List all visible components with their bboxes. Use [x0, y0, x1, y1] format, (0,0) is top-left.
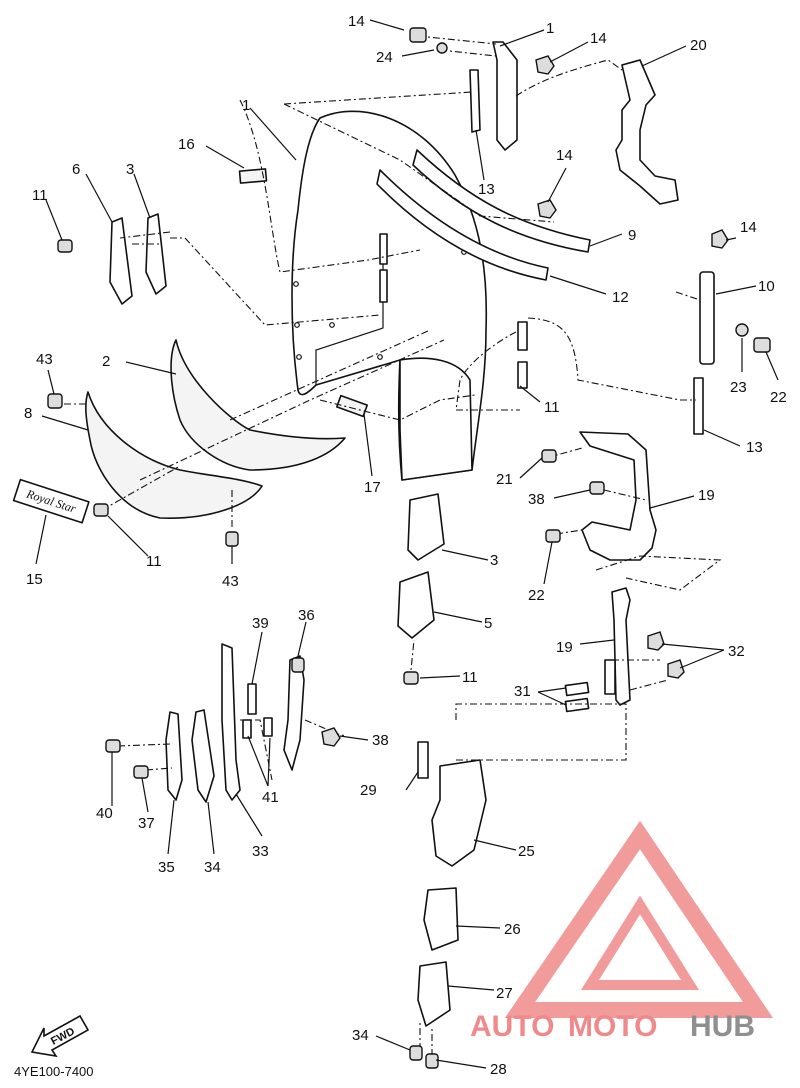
svg-text:5: 5 — [484, 615, 492, 632]
svg-text:43: 43 — [222, 573, 239, 590]
panel-part-3-center — [407, 493, 445, 561]
callout-labels: 14 24 1 14 20 1 16 13 14 9 12 6 3 11 14 … — [24, 13, 787, 1078]
svg-text:25: 25 — [518, 843, 535, 860]
bracket-part-8-top — [517, 321, 528, 351]
trim-strip-part-12 — [376, 169, 549, 281]
svg-text:41: 41 — [262, 789, 279, 806]
svg-text:38: 38 — [372, 732, 389, 749]
svg-text:8: 8 — [24, 405, 32, 422]
svg-text:MOTO: MOTO — [568, 1010, 657, 1043]
svg-text:15: 15 — [26, 571, 43, 588]
svg-text:14: 14 — [740, 219, 757, 236]
pad-part-39 — [247, 683, 257, 715]
svg-text:14: 14 — [348, 13, 365, 30]
svg-text:17: 17 — [364, 479, 381, 496]
svg-text:22: 22 — [528, 587, 545, 604]
svg-text:11: 11 — [544, 399, 560, 416]
emblem-part-15: Royal Star — [12, 478, 90, 524]
bracket-part-9 — [699, 271, 715, 365]
bracket-part-41a — [242, 719, 252, 739]
panel-part-33 — [221, 643, 241, 801]
svg-text:3: 3 — [126, 161, 134, 178]
svg-text:35: 35 — [158, 859, 175, 876]
wing-part-2 — [170, 339, 346, 471]
watermark-inner-triangle — [580, 895, 700, 990]
pad-part-17 — [335, 394, 369, 418]
svg-text:43: 43 — [36, 351, 53, 368]
svg-text:21: 21 — [496, 471, 513, 488]
wing-part-4 — [85, 391, 263, 519]
svg-text:36: 36 — [298, 607, 315, 624]
svg-text:AUTO: AUTO — [470, 1010, 554, 1043]
panel-part-5 — [397, 571, 435, 639]
svg-text:40: 40 — [96, 805, 113, 822]
svg-text:33: 33 — [252, 843, 269, 860]
panel-part-35 — [165, 711, 183, 801]
panel-part-25 — [423, 887, 459, 951]
svg-text:1: 1 — [242, 97, 250, 114]
fasteners — [47, 27, 771, 1069]
svg-text:14: 14 — [590, 30, 607, 47]
bracket-part-8-bottom — [517, 361, 528, 389]
bracket-part-10 — [492, 41, 518, 151]
svg-text:23: 23 — [730, 379, 747, 396]
svg-text:13: 13 — [746, 439, 763, 456]
svg-text:29: 29 — [360, 782, 377, 799]
svg-text:24: 24 — [376, 49, 393, 66]
panel-part-34 — [191, 709, 215, 803]
stay-part-27 — [611, 587, 631, 706]
svg-text:39: 39 — [252, 615, 269, 632]
svg-text:38: 38 — [528, 491, 545, 508]
svg-text:34: 34 — [204, 859, 221, 876]
svg-text:13: 13 — [478, 181, 495, 198]
svg-text:16: 16 — [178, 136, 195, 153]
svg-text:11: 11 — [462, 669, 478, 686]
svg-text:6: 6 — [72, 161, 80, 178]
panel-part-26 — [417, 961, 451, 1027]
bracket-part-32-bottom — [564, 697, 590, 713]
svg-text:HUB: HUB — [690, 1010, 755, 1043]
watermark-triangle — [504, 820, 774, 1018]
bracket-part-32-top — [564, 681, 590, 697]
svg-text:31: 31 — [514, 683, 531, 700]
svg-text:12: 12 — [612, 289, 629, 306]
svg-text:10: 10 — [758, 278, 775, 295]
svg-text:37: 37 — [138, 815, 155, 832]
svg-text:34: 34 — [352, 1027, 369, 1044]
bracket-part-13-right — [693, 377, 704, 435]
svg-text:27: 27 — [496, 985, 513, 1002]
panel-part-24 — [431, 759, 487, 867]
svg-text:11: 11 — [146, 553, 162, 570]
svg-text:3: 3 — [490, 552, 498, 569]
svg-text:28: 28 — [490, 1061, 507, 1078]
fwd-arrow: FWD — [30, 1014, 90, 1058]
stay-part-18 — [579, 431, 657, 561]
panel-part-3-left — [145, 213, 167, 295]
svg-text:22: 22 — [770, 389, 787, 406]
watermark-text: AUTO MOTO HUB — [470, 1010, 755, 1043]
svg-text:20: 20 — [690, 37, 707, 54]
svg-text:14: 14 — [556, 147, 573, 164]
stay-part-36 — [283, 655, 305, 771]
svg-text:9: 9 — [628, 227, 636, 244]
bracket-part-41b — [263, 717, 273, 737]
svg-text:1: 1 — [546, 20, 554, 37]
stay-part-19 — [615, 59, 679, 205]
panel-part-6 — [109, 217, 133, 305]
trim-strip-part-7 — [412, 149, 591, 253]
svg-text:11: 11 — [32, 187, 48, 204]
watermark-logo — [504, 820, 774, 1018]
diagram-code: 4YE100-7400 — [14, 1064, 94, 1079]
svg-text:32: 32 — [728, 643, 745, 660]
pad-part-16 — [238, 168, 268, 184]
bracket-part-13-top — [469, 69, 481, 133]
svg-text:19: 19 — [556, 639, 573, 656]
svg-text:2: 2 — [102, 353, 110, 370]
pad-part-30 — [417, 741, 429, 779]
svg-text:26: 26 — [504, 921, 521, 938]
svg-text:19: 19 — [698, 487, 715, 504]
